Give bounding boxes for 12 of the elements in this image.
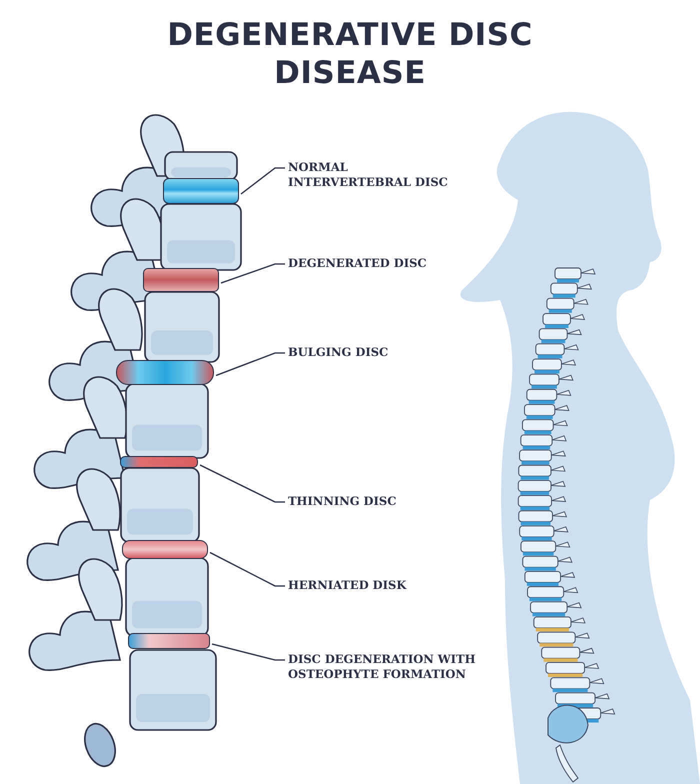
leader-line: [240, 167, 285, 195]
title: DEGENERATIVE DISC DISEASE: [166, 16, 534, 92]
leader-line: [212, 643, 285, 661]
disc-label: DISC DEGENERATION WITH OSTEOPHYTE FORMATION: [288, 652, 528, 682]
leader-line: [220, 263, 285, 284]
disc-label: BULGING DISC: [288, 345, 508, 360]
leader-line: [216, 352, 285, 376]
leader-line: [210, 552, 285, 587]
disc-label: NORMAL INTERVERTEBRAL DISC: [288, 160, 453, 190]
disc-label: THINNING DISC: [288, 494, 508, 509]
disc-label: HERNIATED DISK: [288, 578, 508, 593]
disc-label: DEGENERATED DISC: [288, 256, 508, 271]
